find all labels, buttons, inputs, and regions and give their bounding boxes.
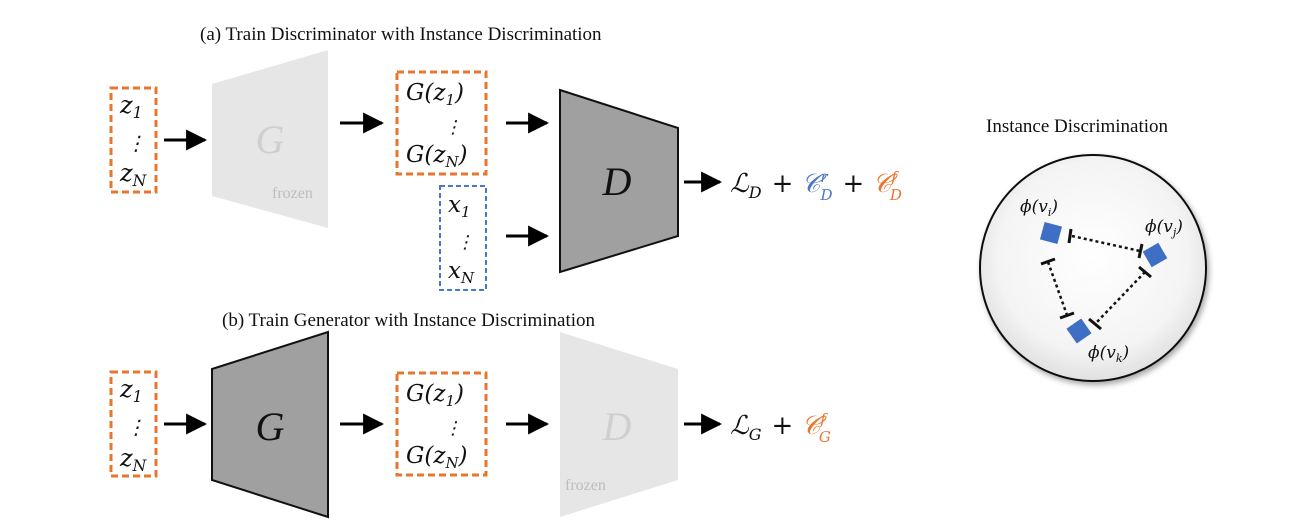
real-batch: x1 ⋮ xN <box>439 185 487 291</box>
generator-a-frozen-note: frozen <box>272 185 313 202</box>
node-j-label: ϕ(vj) <box>1145 217 1183 239</box>
fake-box-a <box>395 70 488 176</box>
latent-a-bottom: zN <box>119 159 148 190</box>
instance-sphere: ϕ(vi) ϕ(vj) ϕ(vk) <box>979 154 1207 382</box>
generator-b-shape <box>211 330 329 519</box>
generator-a-frozen: G frozen <box>212 50 328 228</box>
cap-ik-i <box>1040 257 1056 266</box>
node-i-label: ϕ(vi) <box>1020 197 1058 219</box>
instance-panel-title: Instance Discrimination <box>986 116 1169 137</box>
latent-box-b <box>109 370 158 478</box>
fake-box-b <box>395 371 488 477</box>
discriminator-a-label: D <box>602 159 632 204</box>
discriminator-b-frozen: D frozen <box>560 332 678 517</box>
latent-b-top: z1 <box>119 375 143 406</box>
discriminator-b-shape <box>560 332 678 517</box>
embedding-node-k <box>1066 318 1092 344</box>
fake-a-top: G(z1) <box>406 80 464 109</box>
discriminator-b-frozen-note: frozen <box>565 477 606 494</box>
real-bottom: xN <box>448 258 475 287</box>
latent-batch-a: z1 ⋮ zN <box>109 86 158 194</box>
embedding-sphere <box>979 154 1207 382</box>
real-dots: ⋮ <box>456 232 474 253</box>
fake-b-dots: ⋮ <box>444 418 462 439</box>
latent-a-top: z1 <box>119 91 143 122</box>
latent-batch-b: z1 ⋮ zN <box>109 370 158 478</box>
latent-b-dots: ⋮ <box>126 415 146 439</box>
real-box <box>439 185 487 291</box>
discriminator-a-shape <box>559 88 679 274</box>
latent-a-dots: ⋮ <box>126 131 146 155</box>
cap-jk-j <box>1138 265 1152 279</box>
embedding-node-j <box>1142 242 1168 268</box>
fake-b-top: G(z1) <box>406 381 464 410</box>
link-j-k <box>1094 271 1146 325</box>
cap-ik-k <box>1059 311 1075 320</box>
cap-jk-k <box>1088 317 1102 331</box>
generator-b-active: G <box>211 330 329 519</box>
fake-a-bottom: G(zN) <box>406 142 468 171</box>
section-b-title: (b) Train Generator with Instance Discri… <box>222 310 596 331</box>
fake-a-dots: ⋮ <box>444 117 462 138</box>
discriminator-a-active: D <box>559 88 679 274</box>
section-a-title: (a) Train Discriminator with Instance Di… <box>200 24 602 45</box>
fake-b-bottom: G(zN) <box>406 443 468 472</box>
latent-box-a <box>109 86 158 194</box>
cap-ij-i <box>1067 228 1073 244</box>
discriminator-b-label: D <box>602 404 632 449</box>
latent-b-bottom: zN <box>119 444 148 475</box>
node-k-label: ϕ(vk) <box>1088 343 1129 365</box>
generator-b-label: G <box>256 404 285 449</box>
fake-batch-a: G(z1) ⋮ G(zN) <box>395 70 488 176</box>
generator-a-label: G <box>256 117 285 162</box>
cap-ij-j <box>1137 243 1144 259</box>
embedding-node-i <box>1039 221 1063 245</box>
real-top: x1 <box>448 192 471 221</box>
generator-a-shape <box>212 50 328 228</box>
fake-batch-b: G(z1) ⋮ G(zN) <box>395 371 488 477</box>
